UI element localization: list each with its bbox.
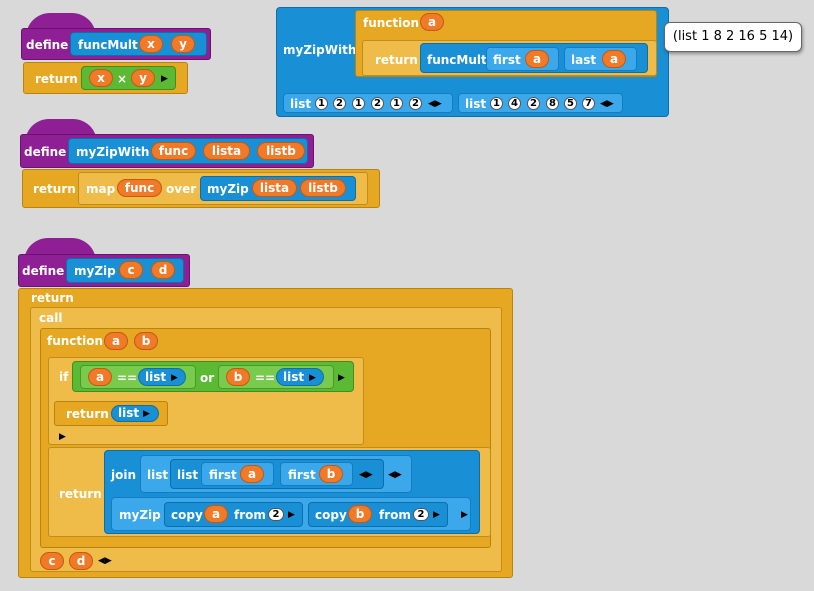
empty-list-ret[interactable] [111, 405, 159, 422]
myzip-call-name: myZip [207, 182, 249, 196]
first-arg-b[interactable]: b [319, 465, 343, 483]
expand-arrow-icon[interactable]: ▶ [161, 74, 168, 84]
funcmult-name: funcMult [78, 38, 138, 52]
empty-list-a[interactable] [138, 368, 186, 386]
copy-arg-a[interactable]: a [204, 505, 228, 523]
eq-operator: == [117, 371, 138, 385]
myzipwith-call-name: myZipWith [283, 43, 357, 57]
list1-item[interactable]: 1 [390, 97, 403, 110]
copy-arrow-icon[interactable]: ▶ [433, 510, 440, 520]
last-arg-a[interactable]: a [602, 50, 626, 68]
from-num[interactable]: 2 [268, 508, 284, 521]
myzip-arrow-icon[interactable]: ▶ [461, 510, 468, 520]
empty-list-label: list [145, 370, 167, 384]
call-label: call [39, 311, 63, 325]
list2-item[interactable]: 1 [490, 97, 503, 110]
var-y[interactable]: y [131, 69, 155, 87]
function-param-a[interactable]: a [420, 13, 444, 31]
from-label: from [234, 508, 266, 522]
or-arrow-icon[interactable]: ▶ [338, 373, 345, 383]
empty-list-b[interactable] [276, 368, 324, 386]
list1-item[interactable]: 2 [333, 97, 346, 110]
call-arrows-icon[interactable]: ◀▶ [98, 556, 112, 566]
list-label: list [177, 468, 199, 482]
param-c[interactable]: c [119, 261, 143, 279]
list1-arrows-icon[interactable]: ◀▶ [428, 99, 442, 109]
from-num[interactable]: 2 [413, 508, 429, 521]
if-label: if [59, 370, 69, 384]
copy-label: copy [315, 508, 347, 522]
list-inner-arrows-icon[interactable]: ◀▶ [359, 470, 373, 480]
list2-item[interactable]: 5 [564, 97, 577, 110]
var-x[interactable]: x [89, 69, 113, 87]
map-func-var[interactable]: func [117, 179, 162, 197]
list2-item[interactable]: 2 [527, 97, 540, 110]
list-arrow-icon[interactable]: ▶ [171, 373, 178, 383]
function-param-a[interactable]: a [104, 332, 128, 350]
list1-item[interactable]: 2 [371, 97, 384, 110]
list-label: list [147, 468, 169, 482]
first-arg-a[interactable]: a [525, 50, 549, 68]
or-label: or [200, 371, 215, 385]
copy-arrow-icon[interactable]: ▶ [288, 510, 295, 520]
param-x[interactable]: x [139, 35, 163, 53]
list2-item[interactable]: 8 [546, 97, 559, 110]
if-expand-arrow-icon[interactable]: ▶ [59, 432, 66, 442]
call-arg-d[interactable]: d [69, 552, 93, 570]
list1-item[interactable]: 1 [352, 97, 365, 110]
param-lista[interactable]: lista [203, 142, 250, 160]
var-lista[interactable]: lista [252, 179, 297, 197]
first-label: first [288, 468, 316, 482]
var-listb[interactable]: listb [300, 179, 346, 197]
function-label: function [363, 16, 420, 30]
first-label: first [493, 53, 521, 67]
first-arg-a[interactable]: a [240, 465, 264, 483]
first-label: first [209, 468, 237, 482]
list-outer-arrows-icon[interactable]: ◀▶ [388, 470, 402, 480]
last-label: last [571, 53, 597, 67]
copy-arg-b[interactable]: b [348, 505, 372, 523]
return-label: return [33, 182, 76, 196]
list2-arrows-icon[interactable]: ◀▶ [600, 99, 614, 109]
return-label: return [59, 487, 102, 501]
list2-label: list [465, 97, 487, 111]
function-param-b[interactable]: b [134, 332, 158, 350]
empty-list-label: list [283, 370, 305, 384]
list2-item[interactable]: 7 [582, 97, 595, 110]
list1-item[interactable]: 1 [315, 97, 328, 110]
param-y[interactable]: y [171, 35, 195, 53]
list-arrow-icon[interactable]: ▶ [143, 409, 150, 419]
define-label: define [26, 38, 69, 52]
define-label: define [24, 145, 67, 159]
cond-var-a[interactable]: a [88, 368, 112, 386]
param-d[interactable]: d [151, 261, 175, 279]
list2-item[interactable]: 4 [508, 97, 521, 110]
cond-var-b[interactable]: b [226, 368, 250, 386]
define-label: define [22, 264, 65, 278]
return-label: return [66, 407, 109, 421]
param-listb[interactable]: listb [257, 142, 305, 160]
function-label: function [47, 334, 104, 348]
myzip-recursive-name: myZip [119, 508, 161, 522]
times-operator: × [117, 72, 128, 86]
over-label: over [166, 182, 197, 196]
result-bubble: (list 1 8 2 16 5 14) [664, 22, 802, 52]
call-arg-c[interactable]: c [40, 552, 64, 570]
copy-label: copy [171, 508, 203, 522]
map-label: map [86, 182, 116, 196]
return-inner-label: return [375, 53, 418, 67]
list1-item[interactable]: 2 [409, 97, 422, 110]
list1-label: list [290, 97, 312, 111]
from-label: from [379, 508, 411, 522]
empty-list-label: list [118, 406, 140, 420]
join-label: join [111, 468, 137, 482]
myzip-name: myZip [74, 264, 116, 278]
list-arrow-icon[interactable]: ▶ [309, 373, 316, 383]
eq-operator: == [255, 371, 276, 385]
funcmult-call-name: funcMult [427, 53, 487, 67]
return-label: return [31, 291, 74, 305]
myzipwith-name: myZipWith [76, 145, 150, 159]
return-label: return [35, 72, 78, 86]
param-func[interactable]: func [151, 142, 196, 160]
